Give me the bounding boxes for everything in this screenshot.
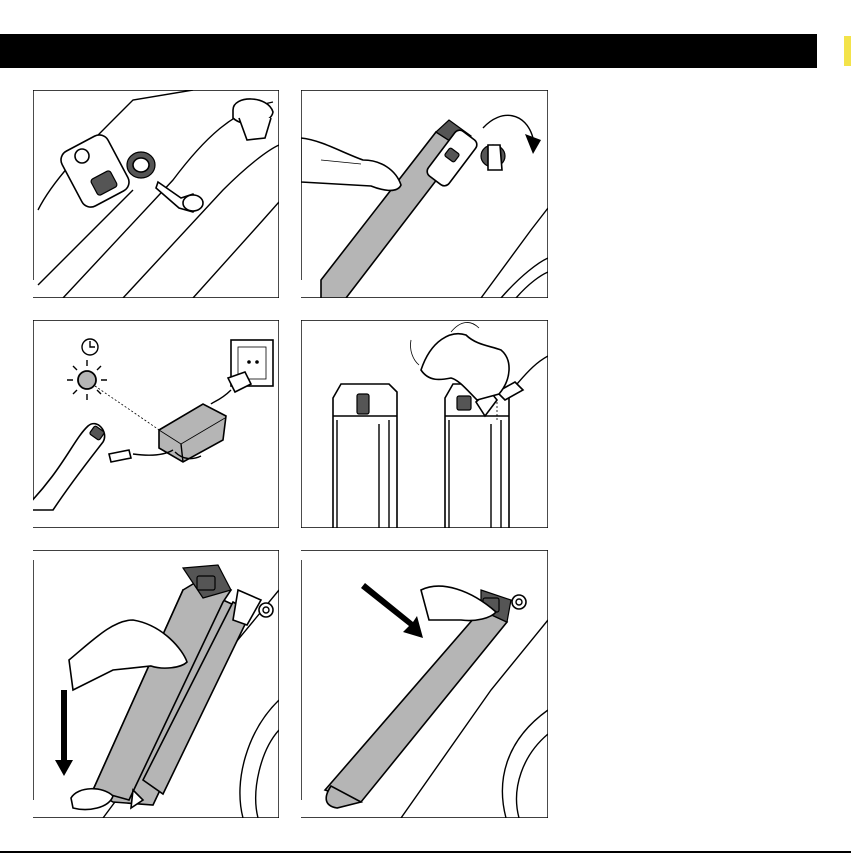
step-3-illustration bbox=[33, 320, 279, 528]
section-edge-tab bbox=[844, 36, 851, 66]
step-4-illustration bbox=[301, 320, 548, 528]
lock-key-icon bbox=[512, 595, 526, 609]
footer-rule bbox=[0, 851, 851, 853]
step-6-illustration bbox=[301, 550, 548, 818]
step-1-illustration bbox=[33, 90, 279, 298]
section-header-bar bbox=[0, 34, 817, 68]
lock-key-icon bbox=[259, 603, 273, 617]
step-5-illustration bbox=[33, 550, 279, 818]
charging-light-icon bbox=[67, 360, 107, 400]
clock-icon bbox=[82, 339, 98, 355]
step-2-illustration bbox=[301, 90, 548, 298]
